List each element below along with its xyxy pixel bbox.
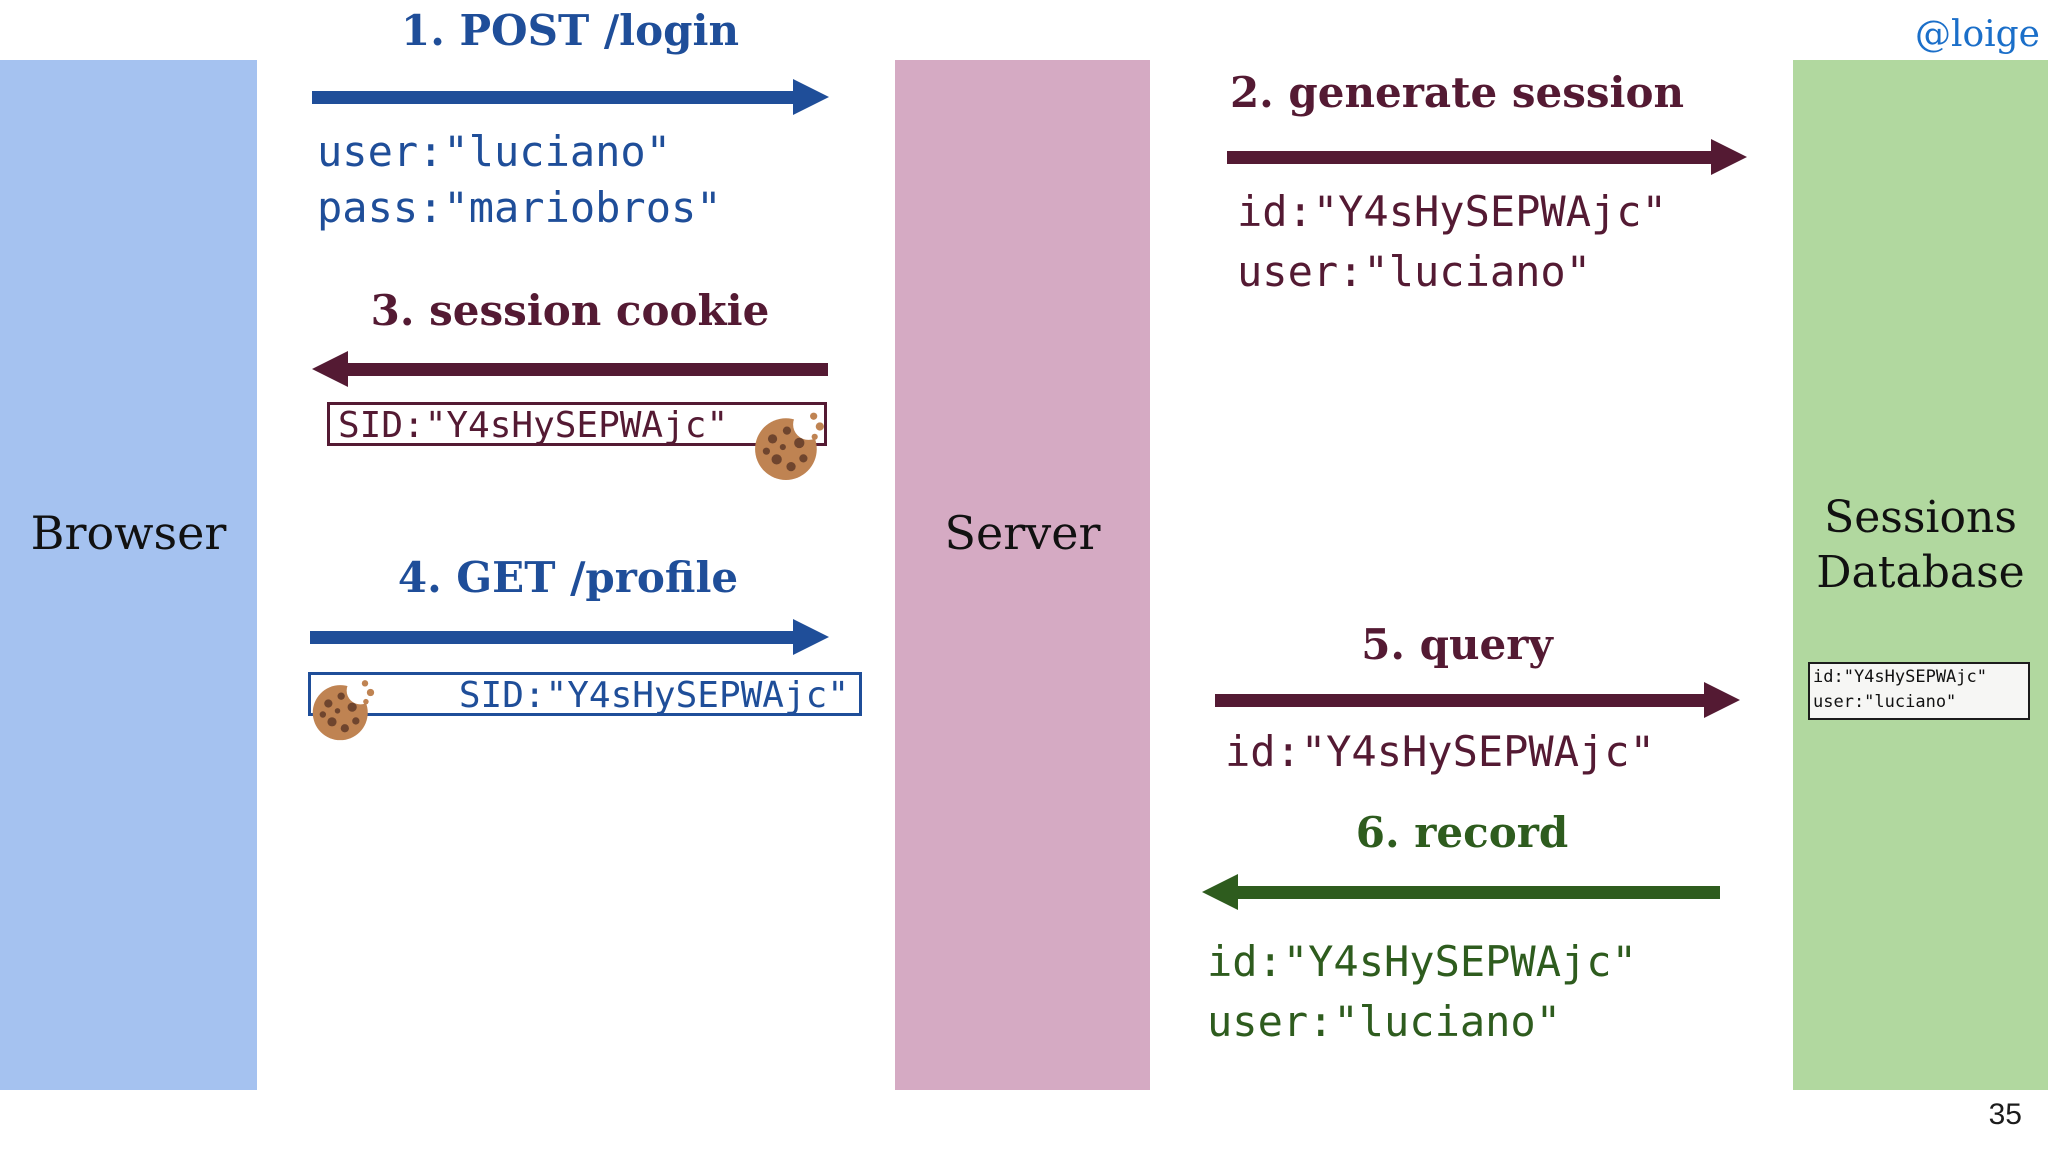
arrow-left-icon (312, 351, 348, 387)
step3-label: 3. session cookie (370, 286, 770, 335)
cookie-icon (312, 676, 375, 741)
arrow-right-icon (793, 79, 829, 115)
step4-cookie-box: SID:"Y4sHySEPWAjc" (308, 672, 862, 716)
arrow-left-icon (1202, 874, 1238, 910)
session-record-box: id:"Y4sHySEPWAjc" user:"luciano" (1808, 662, 2030, 720)
step6-payload-id: id:"Y4sHySEPWAjc" (1207, 937, 1637, 986)
arrow-right-icon (1711, 139, 1747, 175)
lane-server-label: Server (944, 506, 1101, 560)
session-record-user: user:"luciano" (1813, 692, 1957, 712)
lane-database-label: Sessions Database (1793, 490, 2048, 600)
step5-label: 5. query (1361, 620, 1553, 669)
step1-payload-user: user:"luciano" (317, 127, 672, 176)
step2-payload: id:"Y4sHySEPWAjc" user:"luciano" (1237, 182, 1667, 302)
arrow-right-icon (1704, 682, 1740, 718)
lane-browser-label: Browser (30, 506, 227, 560)
step5-payload-id: id:"Y4sHySEPWAjc" (1225, 727, 1655, 776)
step3-cookie-box: SID:"Y4sHySEPWAjc" (327, 402, 827, 446)
step2-payload-id: id:"Y4sHySEPWAjc" (1237, 187, 1667, 236)
step1-payload-pass: pass:"mariobros" (317, 183, 722, 232)
session-record-id: id:"Y4sHySEPWAjc" (1813, 667, 1987, 687)
arrow-right-icon (793, 619, 829, 655)
step2-payload-user: user:"luciano" (1237, 247, 1592, 296)
cookie-icon (755, 409, 824, 480)
lane-browser: Browser (0, 60, 257, 1090)
lane-database-label-line2: Database (1816, 547, 2025, 598)
step6-payload: id:"Y4sHySEPWAjc" user:"luciano" (1207, 932, 1637, 1052)
page-number: 35 (1988, 1098, 2022, 1131)
step6-payload-user: user:"luciano" (1207, 997, 1562, 1046)
step1-payload: user:"luciano" pass:"mariobros" (317, 124, 722, 236)
lane-server: Server (895, 60, 1150, 1090)
author-handle: @loige (1914, 14, 2040, 55)
step1-label: 1. POST /login (400, 6, 739, 55)
lane-database: Sessions Database id:"Y4sHySEPWAjc" user… (1793, 60, 2048, 1090)
step4-label: 4. GET /profile (397, 553, 739, 602)
step6-label: 6. record (1355, 808, 1569, 857)
step2-label: 2. generate session (1229, 68, 1685, 117)
lane-database-label-line1: Sessions (1824, 492, 2017, 543)
step5-payload: id:"Y4sHySEPWAjc" (1225, 722, 1655, 782)
